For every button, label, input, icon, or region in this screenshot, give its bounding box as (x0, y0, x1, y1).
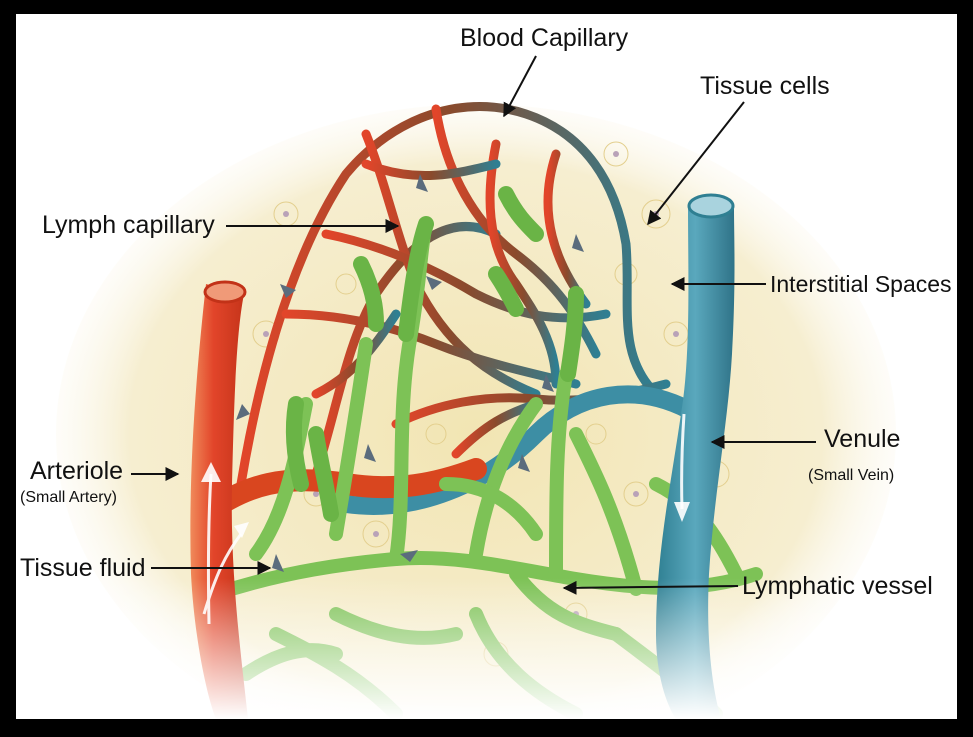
capillary-bed-diagram: Blood Capillary Tissue cells Lymph capil… (16, 14, 957, 719)
label-arteriole: Arteriole (30, 457, 123, 485)
label-arteriole-sub: (Small Artery) (20, 489, 117, 506)
label-venule-sub: (Small Vein) (808, 467, 894, 484)
label-lymph-capillary: Lymph capillary (42, 211, 215, 239)
label-tissue-fluid: Tissue fluid (20, 554, 146, 582)
label-tissue-cells: Tissue cells (700, 72, 830, 100)
label-interstitial-spaces: Interstitial Spaces (770, 271, 952, 297)
label-blood-capillary: Blood Capillary (460, 24, 629, 52)
diagram-canvas: Blood Capillary Tissue cells Lymph capil… (16, 14, 957, 719)
bottom-fade (16, 14, 957, 719)
label-lymphatic-vessel: Lymphatic vessel (742, 572, 933, 600)
label-venule: Venule (824, 425, 900, 453)
